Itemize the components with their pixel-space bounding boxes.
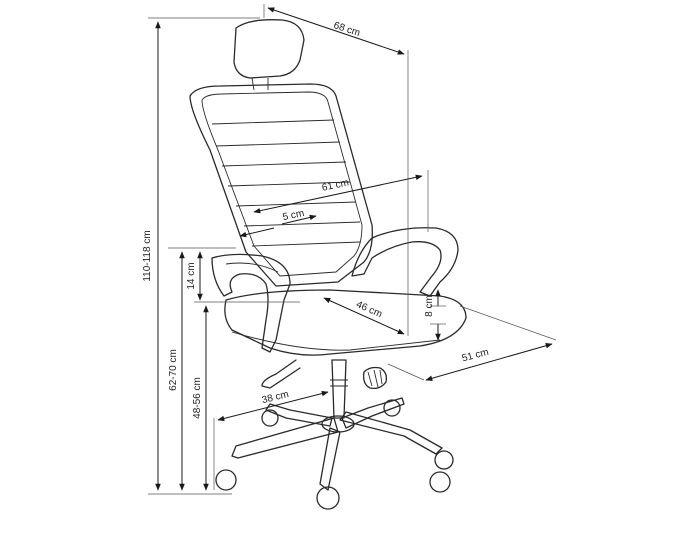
seat	[224, 289, 467, 356]
headrest	[233, 19, 305, 79]
chair-drawing	[189, 19, 467, 510]
label-depth-total: 68 cm	[332, 20, 361, 39]
label-seat-depth: 46 cm	[354, 299, 383, 320]
label-arm-thickness: 5 cm	[282, 208, 305, 223]
label-seat-height-range: 48-56 cm	[192, 377, 203, 419]
left-armrest	[211, 253, 291, 353]
dimension-labels: 68 cm 61 cm 5 cm 110-118 cm 62-70 cm 48-…	[142, 20, 490, 419]
label-armrest-height: 14 cm	[186, 262, 197, 289]
star-base	[231, 397, 443, 491]
dimension-lines	[148, 4, 557, 495]
right-armrest	[351, 227, 459, 297]
label-height-total: 110-118 cm	[142, 230, 153, 281]
gas-lift	[331, 359, 347, 419]
label-seat-width: 51 cm	[461, 347, 490, 365]
backrest-frame	[189, 83, 373, 287]
label-arm-height-range: 62-70 cm	[168, 349, 179, 391]
label-width-arms: 61 cm	[321, 177, 350, 193]
label-base-radius: 38 cm	[261, 389, 290, 406]
label-seat-thickness: 8 cm	[424, 295, 435, 317]
tilt-knob	[362, 366, 388, 390]
